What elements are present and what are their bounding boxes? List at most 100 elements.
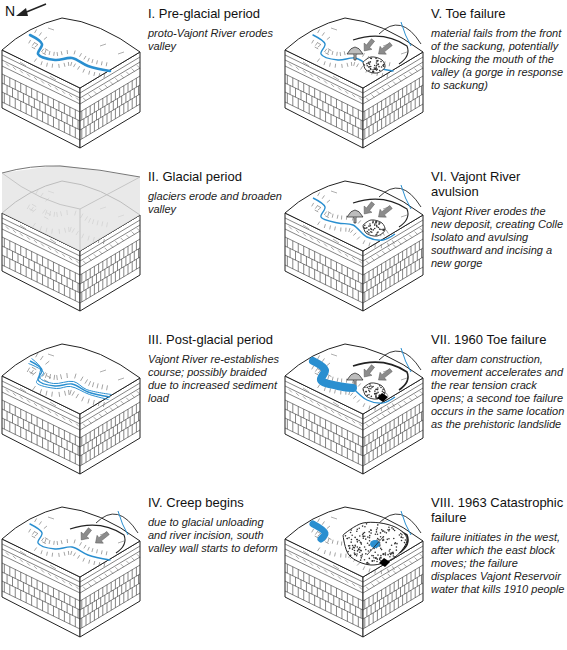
illustration-part (104, 106, 105, 115)
illustration-part (39, 427, 40, 436)
illustration-part (81, 111, 82, 120)
illustration-part (363, 240, 365, 244)
illustration-part (352, 545, 354, 547)
illustration-part (377, 524, 379, 526)
illustration-part (69, 614, 70, 624)
illustration-part (325, 94, 326, 103)
illustration-part (35, 534, 38, 537)
illustration-part (50, 76, 56, 80)
illustration-part (94, 121, 95, 131)
illustration-part (90, 595, 91, 604)
illustration-part (320, 109, 321, 119)
illustration-part (365, 549, 367, 551)
illustration-part (20, 388, 26, 392)
illustration-part (110, 408, 113, 411)
illustration-part (2, 102, 80, 140)
text-column: II. Glacial periodglaciers erode and bro… (148, 169, 282, 216)
illustration-part (64, 391, 65, 396)
illustration-part (388, 538, 390, 540)
illustration-part (373, 269, 374, 278)
illustration-part (363, 85, 423, 121)
illustration-part (343, 522, 407, 565)
illustration-part (55, 250, 58, 253)
illustration-part (80, 574, 140, 610)
illustration-part (285, 181, 423, 251)
block-diagram (0, 489, 145, 649)
illustration-part (369, 540, 371, 542)
illustration-part (56, 435, 57, 444)
illustration-part (62, 580, 65, 583)
illustration-part (339, 435, 340, 444)
illustration-part (401, 378, 407, 380)
illustration-part (303, 83, 304, 92)
illustration-part (394, 419, 395, 428)
illustration-part (9, 404, 10, 413)
illustration-part (58, 428, 59, 437)
illustration-part (58, 265, 59, 274)
illustration-part (419, 404, 420, 413)
illustration-part (368, 232, 370, 234)
illustration-part (367, 537, 383, 555)
illustration-part (15, 587, 16, 597)
illustration-part (119, 432, 120, 442)
illustration-part (40, 356, 43, 360)
illustration-part (138, 249, 139, 258)
illustration-part (31, 577, 32, 586)
illustration-part (345, 91, 348, 94)
illustration-part (81, 437, 82, 446)
illustration-part (328, 49, 331, 51)
illustration-part (331, 410, 334, 413)
illustration-part (324, 570, 327, 573)
illustration-part (115, 241, 118, 244)
illustration-part (89, 71, 90, 75)
illustration-part (119, 269, 120, 279)
illustration-part (289, 226, 292, 229)
illustration-part (325, 542, 329, 544)
illustration-part (128, 246, 129, 255)
illustration-part (306, 93, 307, 102)
block-diagram (0, 0, 145, 160)
illustration-part (376, 529, 378, 531)
illustration-part (344, 601, 345, 610)
illustration-part (298, 80, 299, 89)
illustration-part (415, 262, 416, 272)
illustration-part (48, 585, 49, 594)
illustration-part (364, 559, 366, 561)
illustration-part (333, 402, 339, 406)
illustration-part (377, 254, 380, 257)
illustration-part (50, 239, 56, 243)
illustration-part (327, 37, 330, 40)
illustration-part (352, 125, 353, 135)
illustration-part (303, 233, 306, 236)
illustration-part (377, 387, 379, 389)
illustration-part (374, 407, 376, 411)
illustration-part (353, 396, 356, 399)
illustration-part (75, 617, 76, 627)
illustration-part (361, 555, 363, 557)
illustration-part (76, 261, 79, 264)
illustration-part (336, 117, 337, 127)
illustration-part (364, 292, 365, 302)
illustration-part (386, 230, 388, 233)
illustration-part (292, 78, 293, 87)
illustration-part (4, 582, 5, 592)
illustration-part (375, 557, 377, 559)
text-column: VIII. 1963 Catastrophic failurefailure i… (431, 495, 565, 596)
illustration-part (352, 288, 353, 298)
illustration-part (406, 104, 407, 114)
illustration-part (26, 104, 27, 114)
illustration-part (128, 83, 129, 92)
illustration-part (411, 572, 412, 581)
illustration-part (392, 403, 394, 406)
illustration-part (411, 427, 412, 437)
illustration-part (347, 373, 363, 380)
illustration-part (296, 393, 299, 396)
illustration-part (374, 551, 376, 553)
illustration-part (45, 538, 48, 540)
illustration-part (80, 542, 82, 545)
illustration-part (32, 359, 112, 395)
illustration-part (391, 527, 393, 529)
stage-panel: III. Post-glacial periodVajont River re-… (0, 326, 283, 486)
illustration-part (398, 580, 399, 589)
illustration-part (117, 99, 118, 108)
